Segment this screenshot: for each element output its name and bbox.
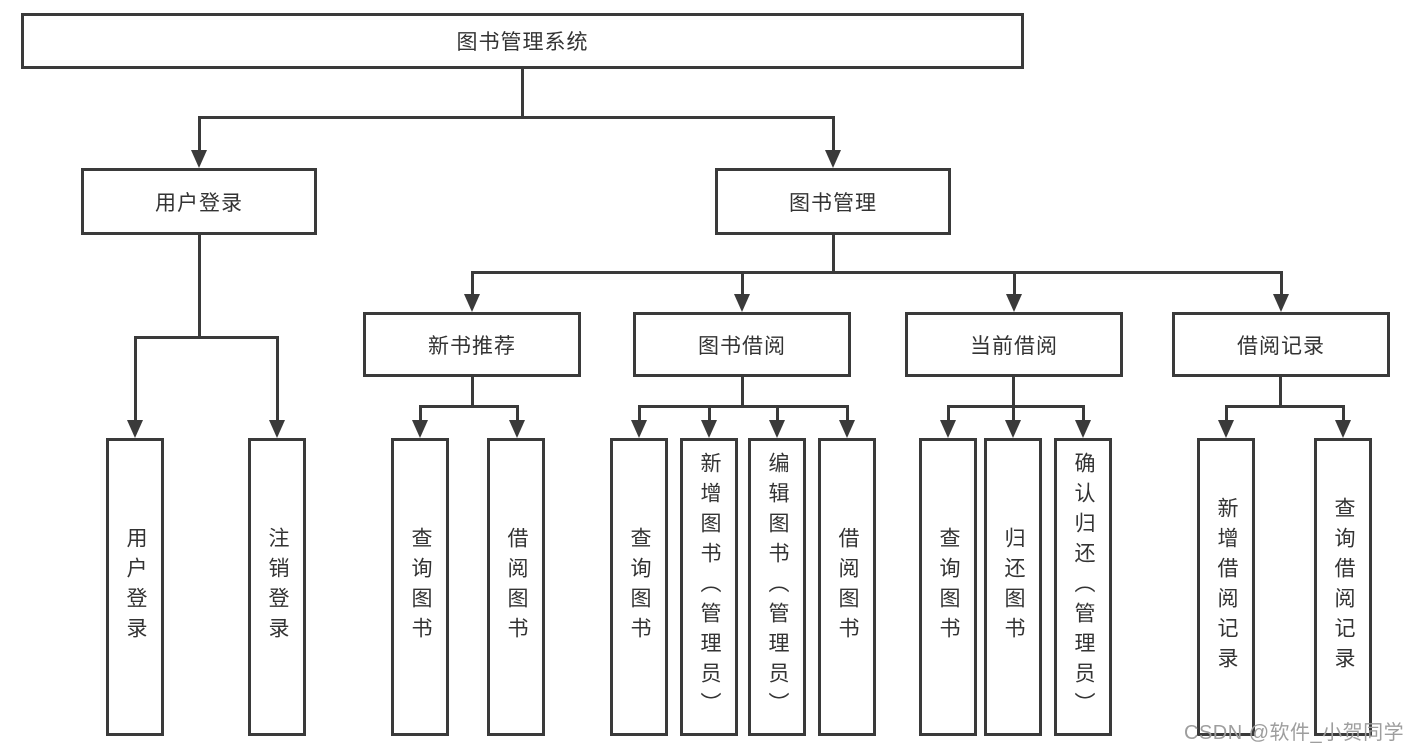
leaf-label: 查询图书	[628, 527, 651, 647]
node-label: 借阅记录	[1237, 334, 1325, 358]
connector-vline	[741, 377, 744, 408]
connector-vline	[1012, 377, 1015, 408]
arrow-down-icon	[269, 420, 285, 438]
node-current-borrowing: 当前借阅	[905, 312, 1123, 377]
leaf-add-borrow-record: 新增借阅记录	[1197, 438, 1255, 736]
leaf-add-book-admin: 新增图书（管理员）	[680, 438, 738, 736]
arrow-down-icon	[631, 420, 647, 438]
node-book-borrowing: 图书借阅	[633, 312, 851, 377]
arrow-down-icon	[464, 294, 480, 312]
connector-vline	[516, 405, 519, 421]
leaf-label: 注销登录	[266, 527, 289, 647]
connector-vline	[741, 271, 744, 295]
leaf-label: 查询图书	[409, 527, 432, 647]
connector-vline	[1012, 405, 1015, 421]
leaf-label: 用户登录	[124, 527, 147, 647]
connector-vline	[471, 377, 474, 408]
connector-hline	[471, 271, 1282, 274]
leaf-borrow-books-borrowing: 借阅图书	[818, 438, 876, 736]
arrow-down-icon	[839, 420, 855, 438]
leaf-logout-login: 注销登录	[248, 438, 306, 736]
connector-vline	[638, 405, 641, 421]
leaf-label: 新增借阅记录	[1215, 497, 1238, 677]
leaf-label: 查询借阅记录	[1332, 497, 1355, 677]
arrow-down-icon	[191, 150, 207, 168]
node-label: 新书推荐	[428, 334, 516, 358]
leaf-label: 编辑图书（管理员）	[766, 452, 789, 722]
leaf-label: 查询图书	[937, 527, 960, 647]
connector-vline	[1280, 271, 1283, 295]
connector-vline	[776, 405, 779, 421]
connector-hline	[947, 405, 1084, 408]
connector-vline	[1013, 271, 1016, 295]
node-label: 图书借阅	[698, 334, 786, 358]
leaf-query-books-current: 查询图书	[919, 438, 977, 736]
node-label: 当前借阅	[970, 334, 1058, 358]
node-borrowing-records: 借阅记录	[1172, 312, 1390, 377]
connector-vline	[947, 405, 950, 421]
leaf-borrow-books-recommend: 借阅图书	[487, 438, 545, 736]
leaf-label: 借阅图书	[505, 527, 528, 647]
connector-vline	[276, 336, 279, 421]
leaf-label: 归还图书	[1002, 527, 1025, 647]
connector-vline	[1225, 405, 1228, 421]
connector-vline	[198, 235, 201, 339]
arrow-down-icon	[701, 420, 717, 438]
arrow-down-icon	[734, 294, 750, 312]
arrow-down-icon	[1006, 294, 1022, 312]
arrow-down-icon	[1218, 420, 1234, 438]
connector-vline	[832, 116, 835, 151]
arrow-down-icon	[509, 420, 525, 438]
connector-vline	[471, 271, 474, 295]
leaf-label: 新增图书（管理员）	[698, 452, 721, 722]
node-book-management: 图书管理	[715, 168, 951, 235]
leaf-query-books-borrowing: 查询图书	[610, 438, 668, 736]
leaf-query-borrow-record: 查询借阅记录	[1314, 438, 1372, 736]
connector-vline	[419, 405, 422, 421]
connector-hline	[638, 405, 848, 408]
leaf-return-books: 归还图书	[984, 438, 1042, 736]
arrow-down-icon	[1005, 420, 1021, 438]
connector-hline	[1225, 405, 1344, 408]
watermark-text: CSDN @软件_小贺同学	[1184, 722, 1405, 744]
arrow-down-icon	[1075, 420, 1091, 438]
leaf-user-login: 用户登录	[106, 438, 164, 736]
arrow-down-icon	[1335, 420, 1351, 438]
connector-vline	[198, 116, 201, 151]
connector-vline	[832, 235, 835, 274]
arrow-down-icon	[825, 150, 841, 168]
arrow-down-icon	[940, 420, 956, 438]
node-user-login: 用户登录	[81, 168, 317, 235]
leaf-label: 确认归还（管理员）	[1072, 452, 1095, 722]
connector-hline	[198, 116, 834, 119]
arrow-down-icon	[769, 420, 785, 438]
connector-vline	[521, 69, 524, 119]
connector-hline	[419, 405, 518, 408]
leaf-confirm-return-admin: 确认归还（管理员）	[1054, 438, 1112, 736]
leaf-edit-book-admin: 编辑图书（管理员）	[748, 438, 806, 736]
connector-vline	[1082, 405, 1085, 421]
connector-vline	[708, 405, 711, 421]
leaf-query-books-recommend: 查询图书	[391, 438, 449, 736]
connector-vline	[1342, 405, 1345, 421]
arrow-down-icon	[1273, 294, 1289, 312]
connector-hline	[134, 336, 278, 339]
connector-vline	[846, 405, 849, 421]
node-label: 用户登录	[155, 191, 243, 215]
node-label: 图书管理系统	[456, 31, 589, 54]
node-library-management-system: 图书管理系统	[21, 13, 1024, 69]
node-new-book-recommendation: 新书推荐	[363, 312, 581, 377]
leaf-label: 借阅图书	[836, 527, 859, 647]
connector-vline	[1279, 377, 1282, 408]
arrow-down-icon	[412, 420, 428, 438]
node-label: 图书管理	[789, 191, 877, 215]
connector-vline	[134, 336, 137, 421]
arrow-down-icon	[127, 420, 143, 438]
